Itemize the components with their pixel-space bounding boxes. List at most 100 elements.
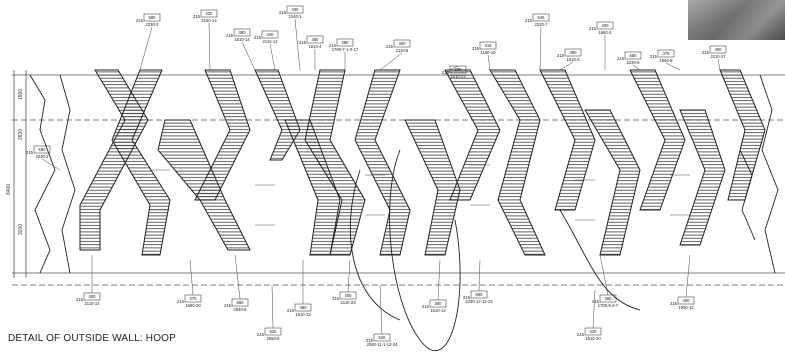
- tag-code: 2110-17: [710, 54, 726, 59]
- tag-box: [264, 327, 282, 336]
- tag-length: 420: [206, 11, 214, 16]
- tag-length: 400: [683, 298, 691, 303]
- leader-line: [234, 254, 241, 300]
- tag-count: 215: [332, 296, 340, 301]
- tag-box: [233, 28, 251, 37]
- leader-line: [599, 254, 609, 296]
- tag-box: [596, 21, 614, 30]
- tag-box: [449, 65, 467, 74]
- photo-thumbnail: [688, 0, 785, 40]
- tag-count: 215: [136, 18, 144, 23]
- tag-box: [532, 13, 550, 22]
- tag-box: [200, 9, 218, 18]
- tag-length: 400: [602, 23, 610, 28]
- tag-count: 215: [386, 44, 394, 49]
- bar-tag: 215 400 1900-12: [670, 254, 694, 310]
- tag-code: 2230-7: [534, 22, 548, 27]
- tag-box: [143, 13, 161, 22]
- outline-contours: [29, 74, 779, 352]
- leader-line: [347, 259, 351, 293]
- bar-tag: 215 400 2110-8: [379, 39, 411, 71]
- leader-line: [632, 64, 641, 71]
- tag-code: 1610-10: [585, 336, 601, 341]
- leader-line: [294, 18, 301, 71]
- tag-box: [184, 294, 202, 303]
- tag-count: 215: [257, 332, 265, 337]
- tag-length: 375: [663, 51, 671, 56]
- tag-length: 380: [342, 40, 350, 45]
- leader-line: [685, 254, 691, 298]
- tag-length: 380: [605, 296, 613, 301]
- tag-count: 215: [193, 14, 201, 19]
- tag-count: 215: [329, 43, 337, 48]
- dim-label: 1550: [18, 89, 24, 100]
- tag-code: 2080-11-1-12-24: [367, 342, 399, 347]
- tag-count: 215: [366, 338, 374, 343]
- leader-line: [241, 41, 256, 71]
- tag-code: 2230-12-12-24: [465, 299, 493, 304]
- tag-length: 590: [476, 292, 484, 297]
- tag-count: 215: [287, 308, 295, 313]
- tag-length: 545: [538, 15, 546, 20]
- tag-count: 215: [422, 304, 430, 309]
- leader-line: [437, 259, 441, 301]
- leader-line: [208, 22, 211, 71]
- tag-box: [470, 290, 488, 299]
- tag-code: 2110-14: [262, 39, 278, 44]
- tag-length: 380: [455, 67, 463, 72]
- tag-count: 215: [589, 26, 597, 31]
- leader-line: [559, 61, 574, 71]
- tag-count: 215: [254, 35, 262, 40]
- tag-code: 2150-12: [201, 18, 217, 23]
- wall-height-label: 8400: [6, 184, 12, 195]
- leader-line: [717, 58, 721, 71]
- tag-length: 400: [89, 294, 97, 299]
- tag-code: 1900-12: [678, 305, 694, 310]
- tag-length: 625: [270, 329, 278, 334]
- tag-code: 2550-6: [266, 336, 280, 341]
- tag-count: 215: [702, 50, 710, 55]
- tag-code: 2110-23: [340, 300, 356, 305]
- tag-code: 1610-13: [295, 312, 311, 317]
- tag-count: 215: [617, 56, 625, 61]
- leader-line: [449, 65, 459, 71]
- tag-box: [261, 30, 279, 39]
- tag-count: 215: [577, 332, 585, 337]
- tag-count: 215: [525, 18, 533, 23]
- tag-box: [657, 49, 675, 58]
- leader-line: [189, 259, 194, 296]
- tag-code: 2110-8: [396, 48, 409, 53]
- tag-length: 400: [715, 47, 723, 52]
- leader-line: [139, 26, 153, 71]
- tag-count: 215: [670, 301, 678, 306]
- tag-count: 215: [177, 299, 185, 304]
- tag-code: 1780-7-1-0-17: [332, 47, 359, 52]
- leader-line: [379, 284, 383, 335]
- bar-tag: 215 380 1780-7-1-0-17: [329, 38, 359, 70]
- tag-length: 400: [399, 41, 407, 46]
- tag-box: [599, 294, 617, 303]
- tag-box: [339, 291, 357, 300]
- tag-box: [336, 38, 354, 47]
- tag-box: [306, 35, 324, 44]
- tag-length: 420: [590, 329, 598, 334]
- tag-code: 1180-10: [480, 50, 496, 55]
- bar-tag: 215 420 1610-10: [577, 289, 602, 341]
- tag-box: [584, 327, 602, 336]
- bar-tag: 215 545 2230-7: [525, 13, 550, 71]
- tag-code: 1660-20: [185, 303, 201, 308]
- tag-count: 215: [76, 297, 84, 302]
